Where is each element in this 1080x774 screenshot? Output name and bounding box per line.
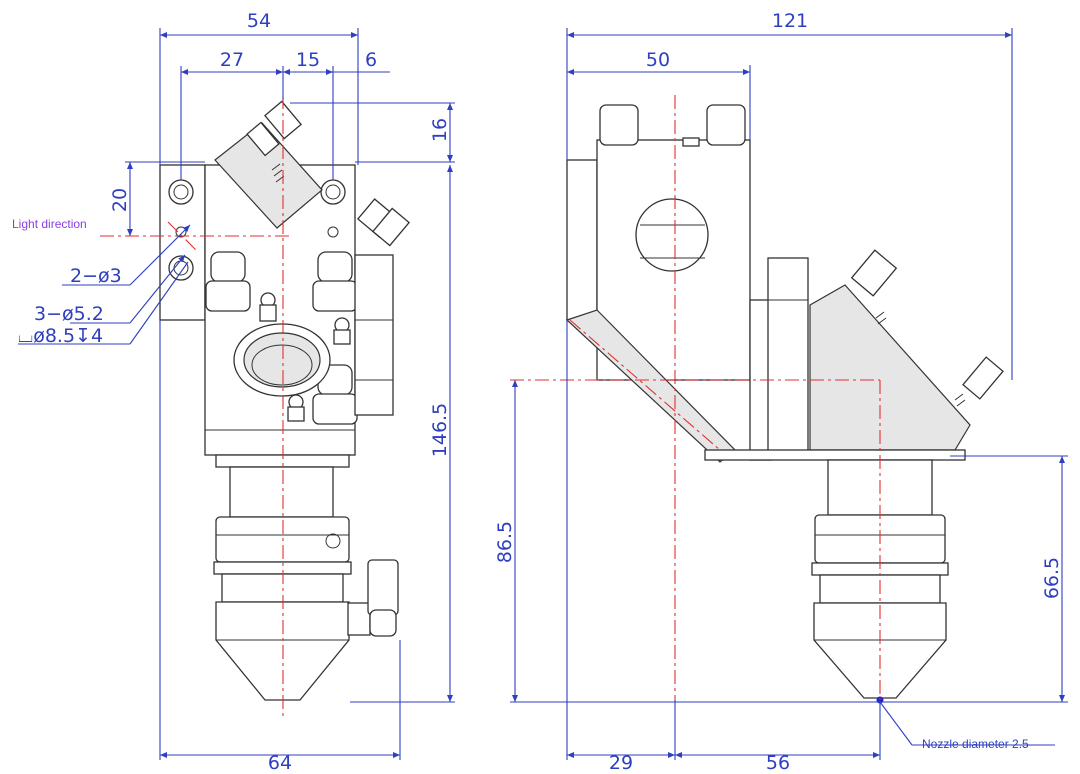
side-knob xyxy=(635,198,709,272)
side-mirror-right xyxy=(809,284,971,451)
hole-spec-large: 3−ø5.2 xyxy=(34,303,104,325)
knob-right-upper xyxy=(317,251,353,283)
dim-54: 54 xyxy=(247,10,271,32)
knob-left-upper xyxy=(210,251,246,283)
mount-hole-right xyxy=(320,179,346,205)
mirror-holder xyxy=(214,122,323,229)
side-dimension-texts: 121 50 86.5 66.5 29 56 Nozzle diameter 2… xyxy=(494,10,1063,774)
dim-66-5: 66.5 xyxy=(1041,557,1063,599)
adjust-knob-right xyxy=(372,207,410,247)
side-top-knob-right xyxy=(706,104,746,146)
side-mount-plate xyxy=(566,159,598,321)
dim-121: 121 xyxy=(772,10,808,32)
dim-56: 56 xyxy=(766,752,790,774)
light-direction-label: Light direction xyxy=(12,217,87,231)
side-clamp xyxy=(354,254,394,416)
front-dimension-lines xyxy=(18,28,455,760)
dim-50: 50 xyxy=(646,49,670,71)
air-fitting xyxy=(347,602,371,636)
mount-hole-top xyxy=(168,179,194,205)
dim-20: 20 xyxy=(109,188,131,212)
side-top-knob-left xyxy=(599,104,639,146)
dim-16: 16 xyxy=(429,118,451,142)
dim-29: 29 xyxy=(609,752,633,774)
side-dimension-lines xyxy=(510,28,1068,760)
dim-15: 15 xyxy=(296,49,320,71)
dim-146-5: 146.5 xyxy=(429,403,451,457)
front-view xyxy=(159,100,410,701)
side-clamp xyxy=(767,257,809,459)
dim-6: 6 xyxy=(365,49,377,71)
dim-64: 64 xyxy=(268,752,292,774)
counterbore-spec: ⌴ø8.5↧4 xyxy=(18,325,103,347)
nozzle-diameter-label: Nozzle diameter 2.5 xyxy=(922,737,1029,751)
centerlines xyxy=(100,95,881,720)
side-view xyxy=(565,104,1004,704)
hole-spec-small: 2−ø3 xyxy=(70,265,122,287)
front-dimension-texts: 54 27 15 6 16 20 146.5 64 2−ø3 3−ø5.2 ⌴ø… xyxy=(12,10,451,774)
dim-86-5: 86.5 xyxy=(494,521,516,563)
dim-27: 27 xyxy=(220,49,244,71)
nozzle-body xyxy=(229,466,334,518)
